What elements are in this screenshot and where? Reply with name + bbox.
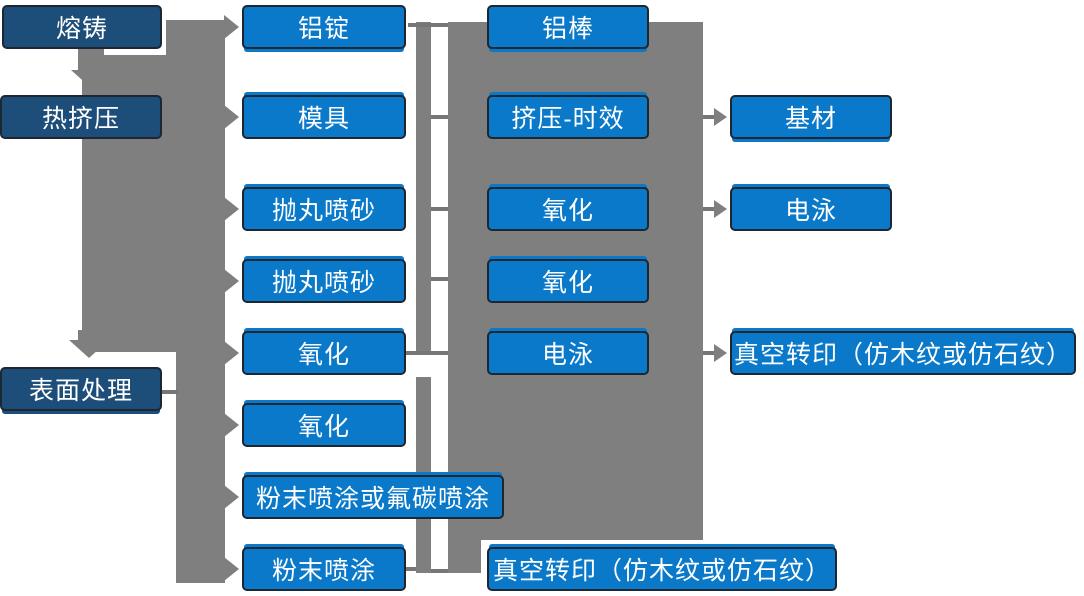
- node-hot-extrusion: 热挤压: [0, 95, 162, 139]
- node-base-material: 基材: [730, 95, 892, 139]
- node-oxidation-2: 氧化: [242, 403, 406, 447]
- node-extrusion-aging: 挤压-时效: [487, 95, 649, 139]
- link-shot-blasting-row: [431, 207, 448, 211]
- link-powder-coating-row-a: [406, 567, 416, 571]
- connector-melting-to-extrusion-stem: [78, 48, 104, 72]
- arrow-into-vacuum-transfer: [714, 344, 727, 362]
- link-powder-coating-row-b: [431, 569, 448, 573]
- connector-surface-treatment-link: [162, 390, 178, 394]
- node-electrophoresis-1: 电泳: [487, 331, 649, 375]
- node-surface-treatment: 表面处理: [0, 367, 162, 411]
- node-powder-or-fluorocarbon-coating: 粉末喷涂或氟碳喷涂: [242, 475, 504, 519]
- link-base-material: [703, 115, 715, 119]
- node-electrophoresis-2: 电泳: [730, 187, 892, 231]
- link-vacuum-transfer: [703, 351, 715, 355]
- arrow-into-electrophoresis: [714, 200, 727, 218]
- arrow-down-extrusion-to-surface: [69, 340, 109, 358]
- arrow-into-oxidation-2: [224, 413, 239, 437]
- link-electrophoresis: [703, 207, 715, 211]
- node-shot-blasting-1: 抛丸喷砂: [242, 187, 406, 231]
- link-oxidation-row: [406, 351, 448, 355]
- arrow-into-shot-blasting-2: [224, 269, 239, 293]
- arrow-into-aluminum-ingot: [224, 15, 239, 39]
- connector-stage-band-bottom: [176, 350, 225, 583]
- node-aluminum-ingot: 铝锭: [242, 5, 406, 49]
- arrow-into-shot-blasting-1: [224, 197, 239, 221]
- node-oxidation-1: 氧化: [242, 331, 406, 375]
- node-shot-blasting-2: 抛丸喷砂: [242, 259, 406, 303]
- arrow-into-base-material: [714, 108, 727, 126]
- node-powder-coating: 粉末喷涂: [242, 547, 406, 591]
- connector-stage-band-top: [166, 20, 225, 60]
- node-vacuum-transfer-2: 真空转印（仿木纹或仿石纹）: [730, 331, 1076, 375]
- link-aluminum-ingot-row: [408, 23, 448, 27]
- node-oxidation-4: 氧化: [487, 259, 649, 303]
- arrow-down-melting-to-extrusion: [71, 70, 111, 88]
- arrow-into-powder-coating: [224, 557, 239, 581]
- connector-main-block-foot: [448, 540, 481, 573]
- arrow-into-mold: [224, 105, 239, 129]
- node-mold: 模具: [242, 95, 406, 139]
- link-shot-blasting-2-row: [431, 277, 448, 281]
- arrow-into-powder-or-fluorocarbon: [224, 485, 239, 509]
- node-melting-casting: 熔铸: [2, 5, 162, 49]
- node-aluminum-rod: 铝棒: [487, 5, 649, 49]
- connector-mid-bar-upper: [416, 22, 431, 354]
- link-mold-row: [431, 115, 448, 119]
- node-vacuum-transfer-1: 真空转印（仿木纹或仿石纹）: [487, 547, 837, 591]
- node-oxidation-3: 氧化: [487, 187, 649, 231]
- arrow-into-oxidation-1: [224, 341, 239, 365]
